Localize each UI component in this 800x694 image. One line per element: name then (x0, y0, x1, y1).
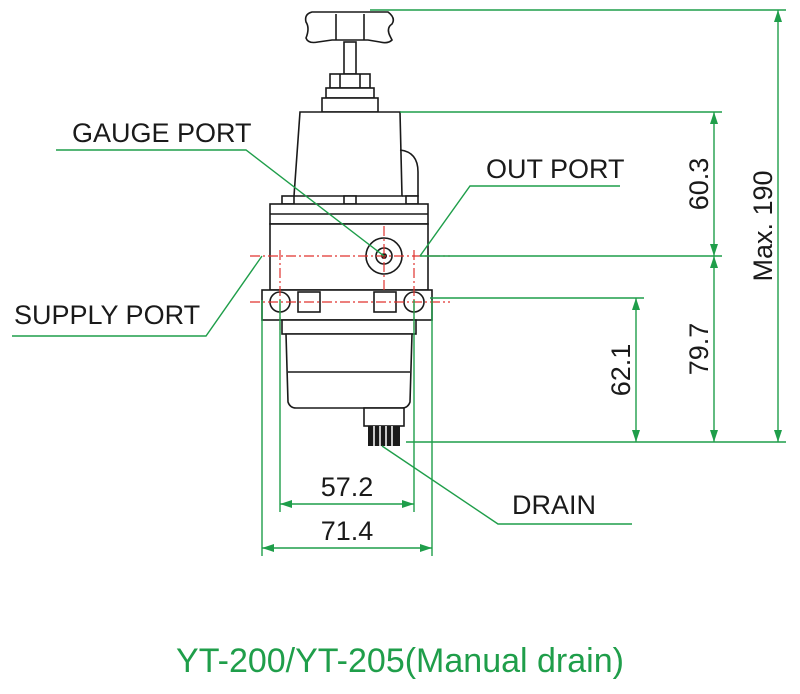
model-caption: YT-200/YT-205(Manual drain) (176, 642, 624, 680)
dimension-62-1: 62.1 (606, 344, 636, 397)
bonnet-neck (321, 97, 379, 113)
lock-nut (329, 73, 371, 89)
spindle (343, 41, 357, 75)
dimension-60-3: 60.3 (684, 158, 714, 211)
dimension-lines (12, 9, 786, 556)
label-out-port: OUT PORT (486, 154, 625, 184)
drain-stem (363, 407, 405, 427)
dimension-max-190: Max. 190 (748, 170, 778, 281)
filter-bowl (285, 333, 413, 409)
drain-knob (368, 426, 400, 446)
dimension-57-2: 57.2 (321, 472, 374, 502)
bottom-plate (281, 319, 417, 335)
nut-base (325, 87, 375, 99)
bonnet (293, 111, 403, 197)
adjusting-knob (304, 11, 395, 44)
dimension-79-7: 79.7 (684, 323, 714, 376)
regulator-body (261, 11, 433, 446)
centerlines (250, 226, 450, 330)
label-supply-port: SUPPLY PORT (14, 300, 200, 330)
label-gauge-port: GAUGE PORT (72, 118, 252, 148)
dimension-71-4: 71.4 (321, 516, 374, 546)
label-drain: DRAIN (512, 490, 596, 520)
main-body (269, 223, 429, 291)
bonnet-boss (399, 149, 419, 197)
